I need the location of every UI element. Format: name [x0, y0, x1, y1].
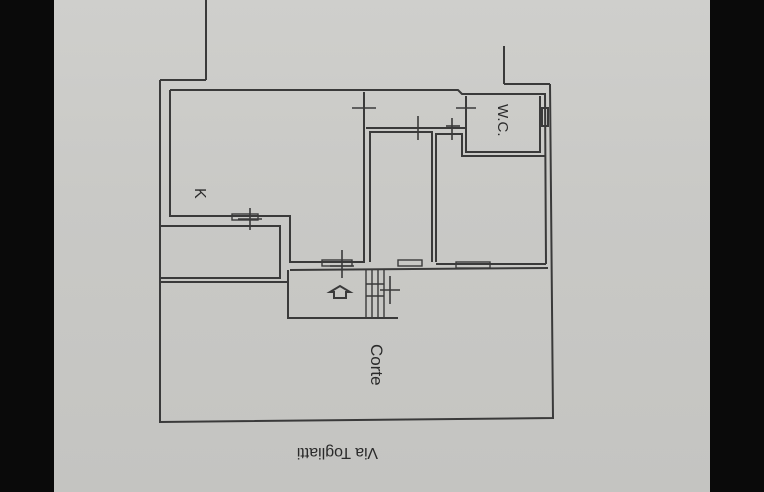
entrance-arrow-icon [326, 284, 354, 299]
kitchen-wall [169, 90, 365, 263]
courtyard-label: Corte [367, 344, 386, 386]
lower-left-room-wall [160, 225, 281, 279]
paper-sheet [54, 0, 710, 492]
wc-label: W.C. [494, 104, 511, 137]
entrance-wall [287, 270, 398, 319]
stairs [365, 270, 385, 318]
wc-wall [465, 96, 541, 153]
street-label: Via Togliatti [297, 444, 378, 461]
wc-window [541, 107, 549, 127]
entrance-top-wall [289, 267, 549, 271]
building-outline [170, 89, 547, 265]
corridor-wall [369, 131, 433, 262]
window-marks [231, 213, 491, 269]
outer-boundary [159, 80, 555, 424]
kitchen-label: K [191, 188, 208, 199]
right-room-wall [435, 133, 546, 262]
